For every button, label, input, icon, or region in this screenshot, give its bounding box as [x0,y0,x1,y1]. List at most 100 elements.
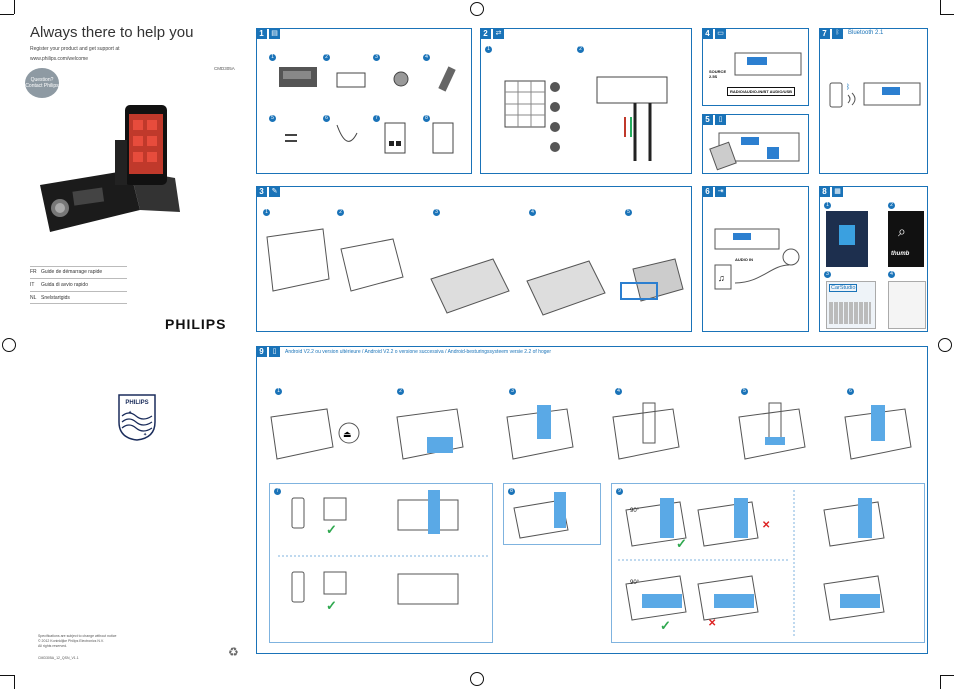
app-search-label: CarStudio [829,284,858,292]
check-icon: ✓ [660,618,671,633]
step-marker: 7 [373,115,380,122]
cross-icon: ✕ [762,520,771,531]
sub-panel-9: 9 90° 90° ✓ ✕ ✓ ✕ [611,483,925,643]
language-code: IT [30,282,35,288]
contact-badge: Question? Contact Philips [25,68,59,98]
step-marker: 5 [625,209,632,216]
register-text: Register your product and get support at… [30,44,120,64]
panel-9-phone-mount: 9 ▯ Android V2.2 ou version ultérieure /… [256,346,928,654]
footer-line: © 2012 Koninklijke Philips Electronics N… [38,639,104,643]
keyboard-screen: CarStudio [826,281,876,329]
step-marker: 5 [741,388,748,395]
step-marker: 2 [888,202,895,209]
crop-mark [14,675,15,689]
panel-number: 7 [819,28,830,39]
source-label: SOURCE 2.5S [709,69,727,79]
audio-in-label: AUDIO IN [735,257,753,262]
bluetooth-title: Bluetooth 2.1 [848,30,884,36]
panel-number: 6 [702,186,713,197]
crop-mark [940,675,954,676]
step-marker: 4 [615,388,622,395]
release-illustration [513,492,569,539]
screwdriver-icon: ✎ [269,186,280,197]
step-marker: 3 [433,209,440,216]
step-marker: 6 [847,388,854,395]
cross-icon: ✕ [708,618,717,629]
step-marker: 2 [337,209,344,216]
android-title: Android V2.2 ou version ultérieure / And… [285,349,551,355]
stereo-front-illustration [734,52,802,76]
phone-icon: ▯ [269,346,280,357]
panel-5-faceplate: 5 ▯ [702,114,809,174]
step-marker: 3 [509,388,516,395]
angle-label: 90° [630,580,640,586]
language-label: Guide de démarrage rapide [41,269,103,275]
step-marker: 8 [508,488,515,495]
page-title: Always there to help you [30,24,194,41]
box-icon: ▤ [269,28,280,39]
sub-panel-7: 7 ✓ ✓ [269,483,493,643]
panel-3-installation: 3 ✎ 1 2 3 4 5 [256,186,692,332]
panel-number: 3 [256,186,267,197]
app-store-screen [826,211,868,267]
step-marker: 1 [485,46,492,53]
panel-number: 1 [256,28,267,39]
phone-orientation-illustration [278,490,488,605]
step-marker: 1 [269,54,276,61]
step-marker: 4 [888,271,895,278]
philips-shield-logo: PHILIPS ✦ ✦ [118,394,156,441]
divider [30,291,127,292]
language-label: Guida di avvio rapido [41,282,88,288]
step-marker: 2 [323,54,330,61]
mode-label: RADIO/AUDIO-IN/BT AUDIO/USB [727,87,796,96]
registration-mark [2,338,16,352]
footer-line: Specifications are subject to change wit… [38,634,117,638]
svg-text:⏏: ⏏ [343,429,352,439]
registration-mark [938,338,952,352]
step-marker: 1 [263,209,270,216]
wiring-diagram [504,76,668,161]
audio-in-icon: ⇥ [715,186,726,197]
divider [30,278,127,279]
language-code: FR [30,269,37,275]
step-marker: 8 [423,115,430,122]
registration-mark [470,672,484,686]
step-marker: 7 [274,488,281,495]
language-item: FR Guide de démarrage rapide [30,269,102,275]
rotation-illustration [618,490,885,638]
thumb-label: thumb [891,251,910,257]
crop-mark [940,675,941,689]
language-code: NL [30,295,37,301]
panel-icon: ▯ [715,114,726,125]
contents-illustration [279,66,456,154]
crop-mark [14,0,15,14]
check-icon: ✓ [676,536,687,551]
language-item: IT Guida di avvio rapido [30,282,88,288]
doc-id: CMD305A_12_QSN_V1.1 [38,656,79,660]
step-marker: 3 [373,54,380,61]
panel-number: 9 [256,346,267,357]
footer-legal: Specifications are subject to change wit… [38,634,116,649]
panel-7-bluetooth: 7 ᛒ Bluetooth 2.1 ᛒ [819,28,928,174]
svg-text:✦: ✦ [128,410,132,416]
panel-8-app: 8 ▦ 1 2 3 4 ⌕ thumb CarStudio [819,186,928,332]
mount-steps-illustration: ⏏ [270,402,912,460]
install-screen [888,281,926,329]
svg-text:♫: ♫ [718,273,725,283]
panel-2-wiring: 2 ⇄ 1 2 [480,28,692,174]
crop-mark [0,14,14,15]
check-icon: ✓ [326,598,337,613]
divider [30,303,127,304]
panel-number: 2 [480,28,491,39]
bluetooth-icon: ᛒ [832,28,843,39]
panel-number: 8 [819,186,830,197]
sub-panel-8: 8 [503,483,601,545]
divider [30,266,127,267]
check-icon: ✓ [326,522,337,537]
radio-icon: ▭ [715,28,726,39]
panel-1-contents: 1 ▤ 1 2 3 4 5 6 7 8 [256,28,472,174]
register-url: www.philips.com/welcome [30,56,89,62]
panel-number: 4 [702,28,713,39]
connector-icon: ⇄ [493,28,504,39]
panel-number: 5 [702,114,713,125]
